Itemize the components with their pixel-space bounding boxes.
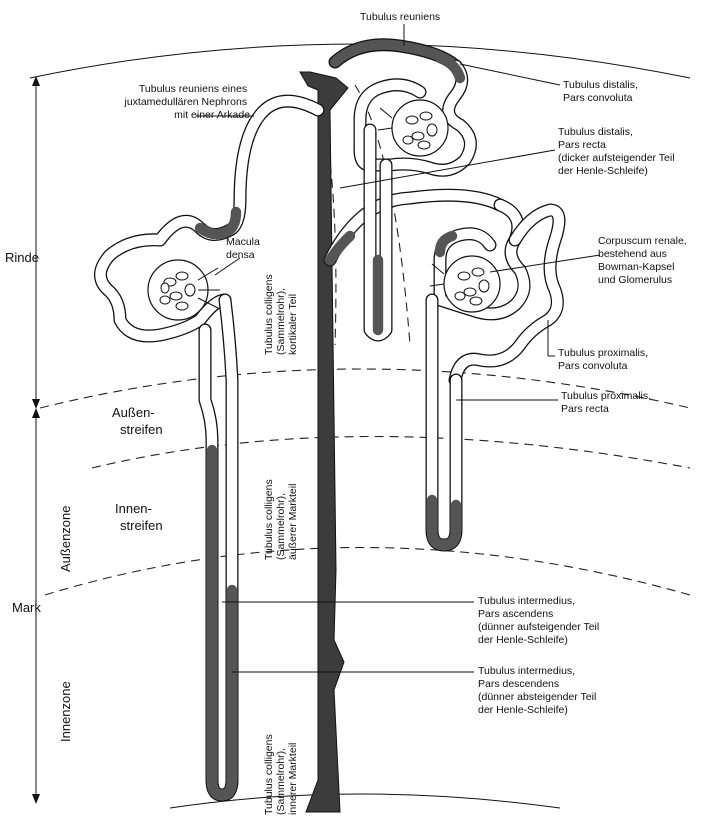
label-proximalis-convoluta: Tubulus proximalis, Pars convoluta	[558, 347, 651, 372]
label-colligens-cortical: Tubulus colligens (Sammelrohr), kortikal…	[263, 271, 299, 355]
zone-mark: Mark	[12, 600, 41, 615]
left-arcade-dark	[200, 212, 236, 234]
zone-innenzone: Innenzone	[58, 681, 73, 742]
label-intermedius-ascendens: Tubulus intermedius, Pars ascendens (dün…	[478, 595, 602, 646]
label-tubulus-reuniens-top: Tubulus reuniens	[360, 11, 440, 23]
duct-branch-right-dark	[330, 236, 350, 260]
label-proximalis-recta: Tubulus proximalis, Pars recta	[561, 390, 654, 415]
zone-rinde: Rinde	[5, 250, 39, 265]
label-distalis-recta: Tubulus distalis, Pars recta (dicker auf…	[558, 126, 677, 177]
label-colligens-outer: Tubulus colligens (Sammelrohr), äußerer …	[263, 476, 299, 560]
outer-stripe-boundary	[92, 437, 690, 469]
right-top-glomerulus	[378, 100, 448, 156]
zone-aussenzone: Außenzone	[58, 506, 73, 573]
label-corpusculum: Corpuscum renale, bestehend aus Bowman-K…	[598, 235, 690, 286]
label-intermedius-descendens: Tubulus intermedius, Pars descendens (dü…	[478, 665, 599, 716]
label-colligens-inner: Tubulus colligens (Sammelrohr), innerer …	[263, 731, 299, 815]
label-reuniens-juxta: Tubulus reuniens eines juxtamedullären N…	[124, 83, 251, 121]
label-macula-densa: Macula densa	[226, 236, 263, 261]
inner-zone-boundary	[45, 548, 690, 596]
right-mid-loop-dark	[432, 500, 456, 545]
rinde-arrow	[32, 76, 40, 409]
zone-innenstreifen: Innen- streifen	[115, 501, 163, 533]
label-distalis-convoluta: Tubulus distalis, Pars convoluta	[563, 79, 641, 104]
collecting-duct	[300, 72, 348, 812]
zone-aussenstreifen: Außen- streifen	[112, 405, 163, 437]
